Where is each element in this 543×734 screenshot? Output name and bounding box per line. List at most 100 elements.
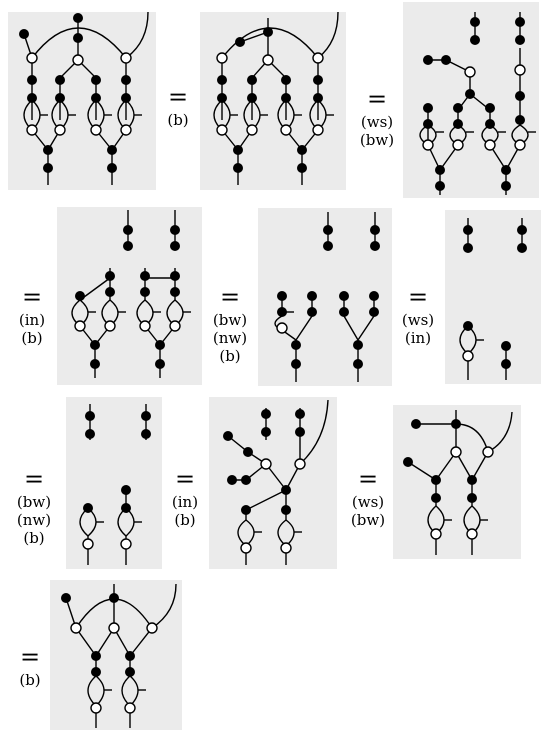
equals-sign: = <box>358 465 378 493</box>
black-node <box>453 119 463 129</box>
black-node <box>501 341 511 351</box>
white-node <box>54 124 66 136</box>
step-2: = (ws) (bw) <box>360 85 394 149</box>
wire <box>435 451 457 481</box>
diagram-panel-2 <box>200 11 346 190</box>
white-node <box>246 124 258 136</box>
black-node <box>451 419 461 429</box>
black-node <box>43 145 53 155</box>
white-node <box>70 622 82 634</box>
rule-label: (ws) <box>402 311 434 329</box>
black-node <box>323 241 333 251</box>
white-node <box>276 322 288 334</box>
diagram-panel-10 <box>50 580 182 730</box>
equals-sign: = <box>367 85 387 113</box>
black-node <box>261 427 271 437</box>
black-node <box>501 165 511 175</box>
black-node <box>243 447 253 457</box>
rule-label: (b) <box>21 329 42 347</box>
panel-background <box>445 210 541 384</box>
white-node <box>139 320 151 332</box>
diagram-panel-4 <box>57 207 202 385</box>
black-node <box>170 225 180 235</box>
wire <box>407 461 437 481</box>
black-node <box>140 287 150 297</box>
step-3: = (in) (b) <box>19 283 45 347</box>
black-node <box>241 475 251 485</box>
black-node <box>463 321 473 331</box>
black-node <box>323 225 333 235</box>
wire <box>79 277 111 301</box>
diagram-panel-6 <box>445 210 541 384</box>
black-node <box>517 225 527 235</box>
black-node <box>107 145 117 155</box>
black-node <box>235 37 245 47</box>
black-node <box>155 340 165 350</box>
black-node <box>313 93 323 103</box>
black-node <box>369 291 379 301</box>
black-node <box>223 431 233 441</box>
white-node <box>216 124 228 136</box>
black-node <box>27 75 37 85</box>
black-node <box>91 75 101 85</box>
black-node <box>217 75 227 85</box>
black-node <box>485 103 495 113</box>
black-node <box>107 163 117 173</box>
black-node <box>141 411 151 421</box>
rule-label: (bw) <box>351 511 385 529</box>
black-node <box>109 593 119 603</box>
black-node <box>123 225 133 235</box>
black-node <box>501 181 511 191</box>
black-node <box>515 115 525 125</box>
black-node <box>91 93 101 103</box>
white-node <box>90 124 102 136</box>
black-node <box>277 307 287 317</box>
black-node <box>463 225 473 235</box>
black-node <box>423 55 433 65</box>
step-9: = (b) <box>19 643 40 689</box>
rule-label: (b) <box>19 671 40 689</box>
black-node <box>465 89 475 99</box>
black-node <box>170 287 180 297</box>
black-node <box>121 485 131 495</box>
equals-sign: = <box>24 465 44 493</box>
black-node <box>431 493 441 503</box>
rule-label: (ws) <box>361 113 393 131</box>
white-node <box>514 64 526 76</box>
black-node <box>27 93 37 103</box>
black-node <box>121 503 131 513</box>
panel-background <box>50 580 182 730</box>
diagram-panel-3 <box>403 2 539 198</box>
black-node <box>515 91 525 101</box>
black-node <box>85 411 95 421</box>
rule-label: (nw) <box>213 329 247 347</box>
wire <box>75 627 97 657</box>
black-node <box>105 271 115 281</box>
black-node <box>467 493 477 503</box>
black-node <box>83 503 93 513</box>
black-node <box>105 287 115 297</box>
black-node <box>43 163 53 173</box>
diagram-panel-8 <box>209 397 337 569</box>
black-node <box>233 145 243 155</box>
white-node <box>484 139 496 151</box>
white-node <box>312 52 324 64</box>
diagram-panel-1 <box>8 11 156 190</box>
step-4: = (bw) (nw) (b) <box>213 283 247 365</box>
rule-label: (b) <box>219 347 240 365</box>
black-node <box>453 103 463 113</box>
black-node <box>281 505 291 515</box>
black-node <box>90 359 100 369</box>
black-node <box>121 75 131 85</box>
white-node <box>120 538 132 550</box>
white-node <box>262 54 274 66</box>
black-node <box>435 181 445 191</box>
black-node <box>470 35 480 45</box>
white-node <box>124 702 136 714</box>
rule-label: (b) <box>174 511 195 529</box>
black-node <box>403 457 413 467</box>
black-node <box>170 241 180 251</box>
white-node <box>104 320 116 332</box>
black-node <box>281 93 291 103</box>
